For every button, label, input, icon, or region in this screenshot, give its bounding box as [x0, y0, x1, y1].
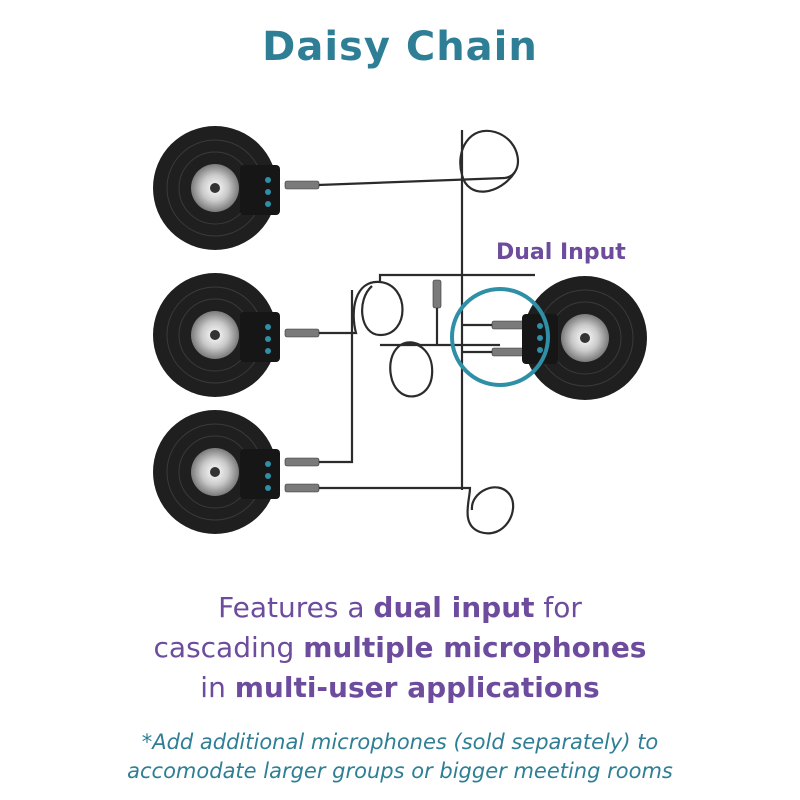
- cable-middle-mic: [318, 273, 535, 337]
- microphone-top: [153, 126, 280, 250]
- headline-line-3: in multi-user applications: [200, 671, 600, 704]
- footnote: *Add additional microphones (sold separa…: [0, 728, 800, 786]
- page-title: Daisy Chain: [262, 24, 538, 70]
- dual-input-callout-ring: [450, 287, 550, 387]
- cables: [317, 129, 535, 535]
- plug-loose: [432, 279, 442, 309]
- cable-center-coil: [380, 341, 500, 398]
- mic-led-icon: [265, 177, 271, 183]
- microphone-main: [522, 276, 647, 400]
- microphone-bottom: [153, 410, 280, 534]
- headline-line-2: cascading multiple microphones: [153, 631, 647, 664]
- cable-bottom-mic-2: [318, 480, 515, 535]
- plug-dual-input-2: [491, 347, 527, 357]
- cable-bottom-mic-1: [318, 290, 354, 464]
- plug-top-mic: [284, 180, 320, 190]
- headline: Features a dual input for cascading mult…: [0, 588, 800, 708]
- plug-bottom-mic-1: [284, 457, 320, 467]
- jack-plugs: [284, 180, 527, 493]
- plug-middle-mic: [284, 328, 320, 338]
- daisy-chain-diagram: [153, 126, 647, 535]
- cable-coil-top: [459, 129, 519, 480]
- plug-bottom-mic-2: [284, 483, 320, 493]
- footnote-line-1: *Add additional microphones (sold separa…: [141, 730, 659, 754]
- footnote-line-2: accomodate larger groups or bigger meeti…: [127, 759, 673, 783]
- cable-top-mic: [317, 176, 506, 187]
- dual-input-label: Dual Input: [496, 240, 626, 265]
- headline-line-1: Features a dual input for: [218, 591, 582, 624]
- microphone-middle: [153, 273, 280, 397]
- plug-dual-input-1: [491, 320, 527, 330]
